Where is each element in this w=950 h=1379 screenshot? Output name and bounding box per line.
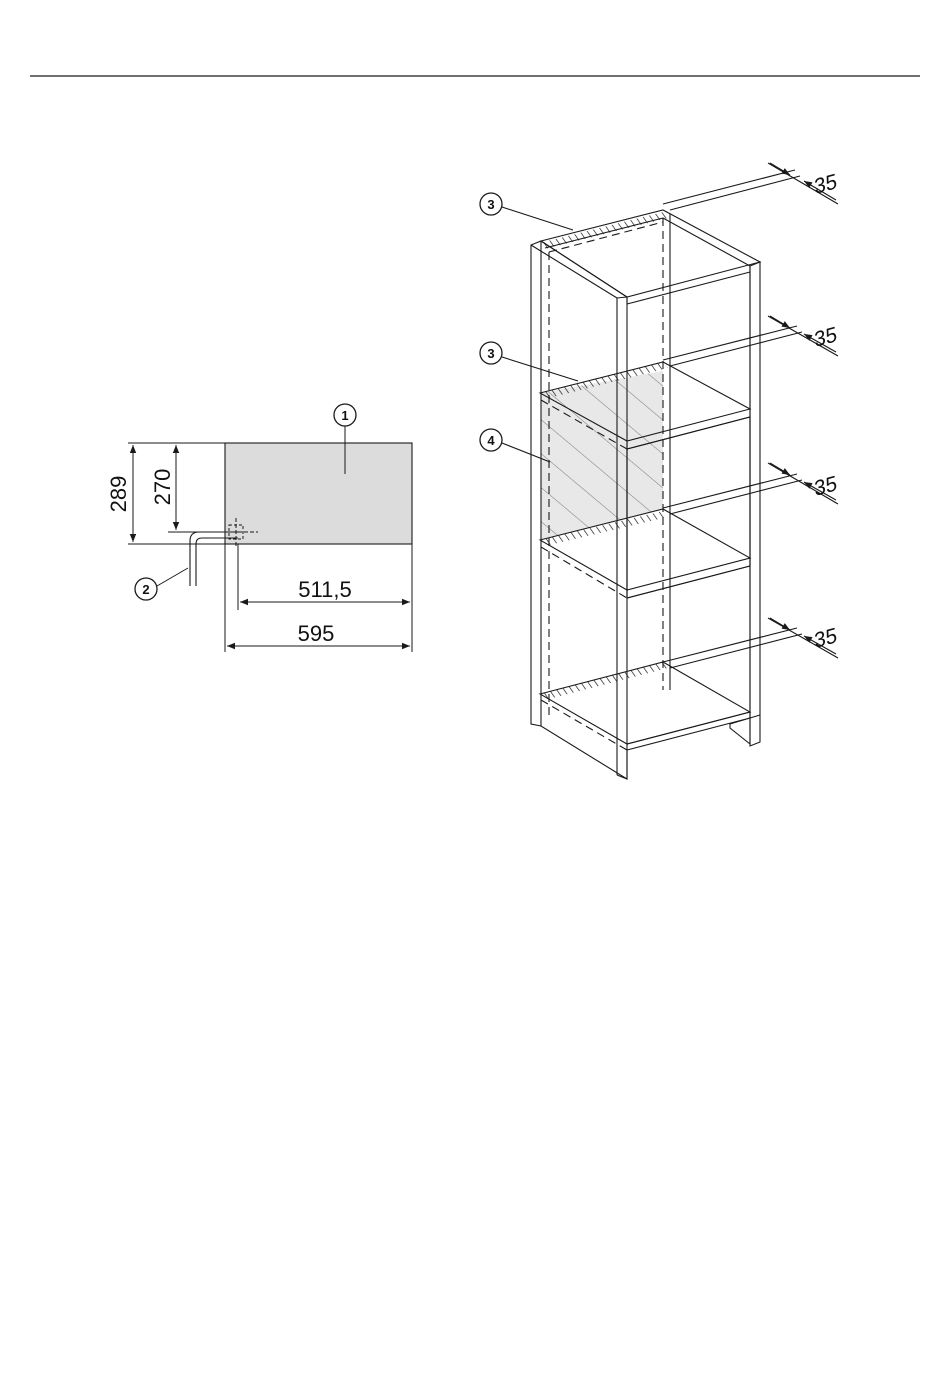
appliance-body <box>225 443 412 544</box>
vent-gap-label-1: 35 <box>813 170 838 199</box>
dim-595-label: 595 <box>298 621 335 646</box>
callout-2-leader <box>157 568 188 586</box>
callout-4-number: 4 <box>487 433 495 448</box>
vent-gap-label-4: 35 <box>813 624 838 653</box>
cabinet-diagram <box>480 163 838 779</box>
dim-289-label: 289 <box>106 476 131 513</box>
dim-5115-label: 511,5 <box>298 577 351 602</box>
vent-gap-label-2: 35 <box>813 323 838 352</box>
callout-1-number: 1 <box>341 408 348 423</box>
connection-pipe-inner <box>196 538 238 586</box>
bottom-shelf-hatch <box>540 662 668 700</box>
vent-gap-top <box>663 163 838 210</box>
callout-3-top-number: 3 <box>487 197 494 212</box>
bottom-shelf <box>540 662 750 744</box>
callout-3-mid-number: 3 <box>487 346 494 361</box>
callout-2-number: 2 <box>142 582 149 597</box>
vent-gap-label-3: 35 <box>813 472 838 501</box>
dim-270-label: 270 <box>150 469 175 506</box>
side-section-diagram <box>128 404 412 652</box>
cabinet-right-side <box>750 262 760 746</box>
top-shelf-hatch <box>540 212 668 249</box>
